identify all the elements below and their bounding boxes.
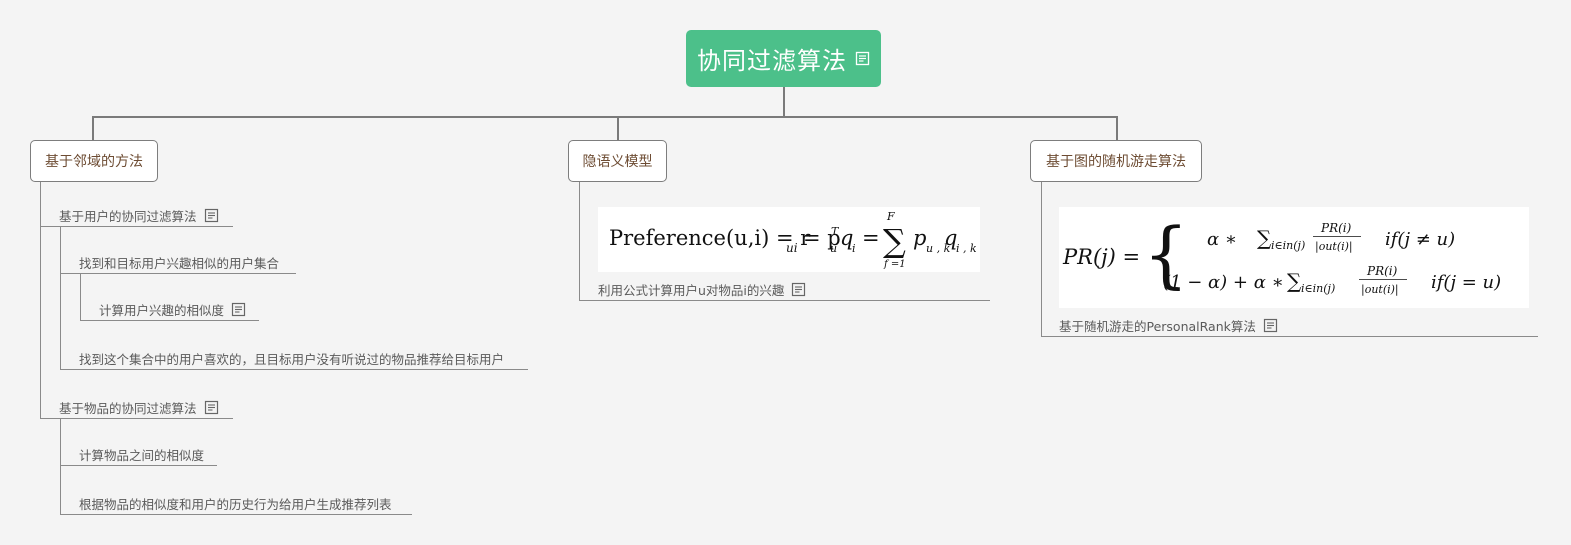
note-icon[interactable] xyxy=(1263,318,1278,333)
svg-text:q: q xyxy=(944,226,957,250)
topic-label: 根据物品的相似度和用户的历史行为给用户生成推荐列表 xyxy=(79,496,392,512)
note-icon[interactable] xyxy=(204,400,219,415)
root-topic[interactable]: 协同过滤算法 xyxy=(686,30,881,87)
svg-text:u: u xyxy=(830,242,837,255)
topic-label: 基于随机游走的PersonalRank算法 xyxy=(1059,318,1256,334)
svg-text:Preference(u,i) = r: Preference(u,i) = r xyxy=(609,226,811,250)
topic-label: 找到和目标用户兴趣相似的用户集合 xyxy=(79,255,280,271)
branch-title: 隐语义模型 xyxy=(582,154,653,170)
topic-personalrank[interactable]: 基于随机游走的PersonalRank算法 xyxy=(1059,315,1278,335)
svg-text:i∈in(j): i∈in(j) xyxy=(1301,282,1335,295)
svg-text:∑: ∑ xyxy=(1287,269,1302,293)
personalrank-formula: PR(j) = { α ∗ ∑ i∈in(j) PR(i) |out(i)| i… xyxy=(1059,207,1529,308)
svg-text:{: { xyxy=(1143,212,1189,296)
note-icon[interactable] xyxy=(231,302,246,317)
svg-text:if(j ≠ u): if(j ≠ u) xyxy=(1385,229,1455,250)
topic-label: 基于用户的协同过滤算法 xyxy=(59,208,197,224)
svg-text:PR(i): PR(i) xyxy=(1320,221,1352,235)
svg-text:|out(i)|: |out(i)| xyxy=(1361,283,1399,297)
svg-text:∑: ∑ xyxy=(1257,226,1272,250)
topic-label: 计算物品之间的相似度 xyxy=(79,447,205,463)
root-title: 协同过滤算法 xyxy=(697,47,847,75)
svg-text:= p: = p xyxy=(803,226,841,250)
topic-generate-list[interactable]: 根据物品的相似度和用户的历史行为给用户生成推荐列表 xyxy=(79,493,392,513)
svg-text:F: F xyxy=(886,210,895,223)
topic-find-similar-users[interactable]: 找到和目标用户兴趣相似的用户集合 xyxy=(79,252,279,272)
svg-text:=: = xyxy=(862,226,880,250)
topic-label: 利用公式计算用户u对物品i的兴趣 xyxy=(598,282,785,298)
svg-text:i: i xyxy=(852,242,856,255)
topic-label: 计算用户兴趣的相似度 xyxy=(99,302,225,318)
svg-text:T: T xyxy=(831,225,840,238)
topic-item-based-cf[interactable]: 基于物品的协同过滤算法 xyxy=(59,397,219,417)
svg-text:p: p xyxy=(913,226,926,250)
topic-compute-interest[interactable]: 利用公式计算用户u对物品i的兴趣 xyxy=(598,279,806,299)
svg-text:(1 − α) + α ∗: (1 − α) + α ∗ xyxy=(1163,272,1284,293)
svg-text:PR(j) =: PR(j) = xyxy=(1062,245,1140,269)
svg-text:∑: ∑ xyxy=(883,222,906,260)
topic-label: 基于物品的协同过滤算法 xyxy=(59,400,197,416)
topic-user-similarity[interactable]: 计算用户兴趣的相似度 xyxy=(99,299,246,319)
topic-recommend-items[interactable]: 找到这个集合中的用户喜欢的，且目标用户没有听说过的物品推荐给目标用户 xyxy=(79,348,504,368)
preference-formula: Preference(u,i) = r ui = p T u q i = F ∑… xyxy=(598,207,980,272)
topic-user-based-cf[interactable]: 基于用户的协同过滤算法 xyxy=(59,205,219,225)
branch-latent-factor-model[interactable]: 隐语义模型 xyxy=(568,140,667,182)
svg-text:u , k: u , k xyxy=(926,242,951,255)
svg-text:|out(i)|: |out(i)| xyxy=(1315,240,1353,254)
topic-item-similarity[interactable]: 计算物品之间的相似度 xyxy=(79,444,204,464)
branch-graph-random-walk[interactable]: 基于图的随机游走算法 xyxy=(1030,140,1202,182)
note-icon[interactable] xyxy=(791,282,806,297)
topic-label: 找到这个集合中的用户喜欢的，且目标用户没有听说过的物品推荐给目标用户 xyxy=(79,351,505,367)
svg-text:PR(i): PR(i) xyxy=(1366,264,1398,278)
svg-text:i , k: i , k xyxy=(956,242,977,255)
branch-title: 基于邻域的方法 xyxy=(45,154,143,170)
svg-text:if(j = u): if(j = u) xyxy=(1431,272,1501,293)
branch-neighborhood-method[interactable]: 基于邻域的方法 xyxy=(30,140,158,182)
svg-text:ui: ui xyxy=(786,241,798,255)
branch-title: 基于图的随机游走算法 xyxy=(1046,154,1186,170)
note-icon[interactable] xyxy=(204,208,219,223)
svg-text:f =1: f =1 xyxy=(883,259,906,270)
svg-text:q: q xyxy=(840,226,853,250)
svg-text:α ∗: α ∗ xyxy=(1207,229,1237,250)
svg-text:i∈in(j): i∈in(j) xyxy=(1271,239,1305,252)
note-icon[interactable] xyxy=(855,51,870,66)
